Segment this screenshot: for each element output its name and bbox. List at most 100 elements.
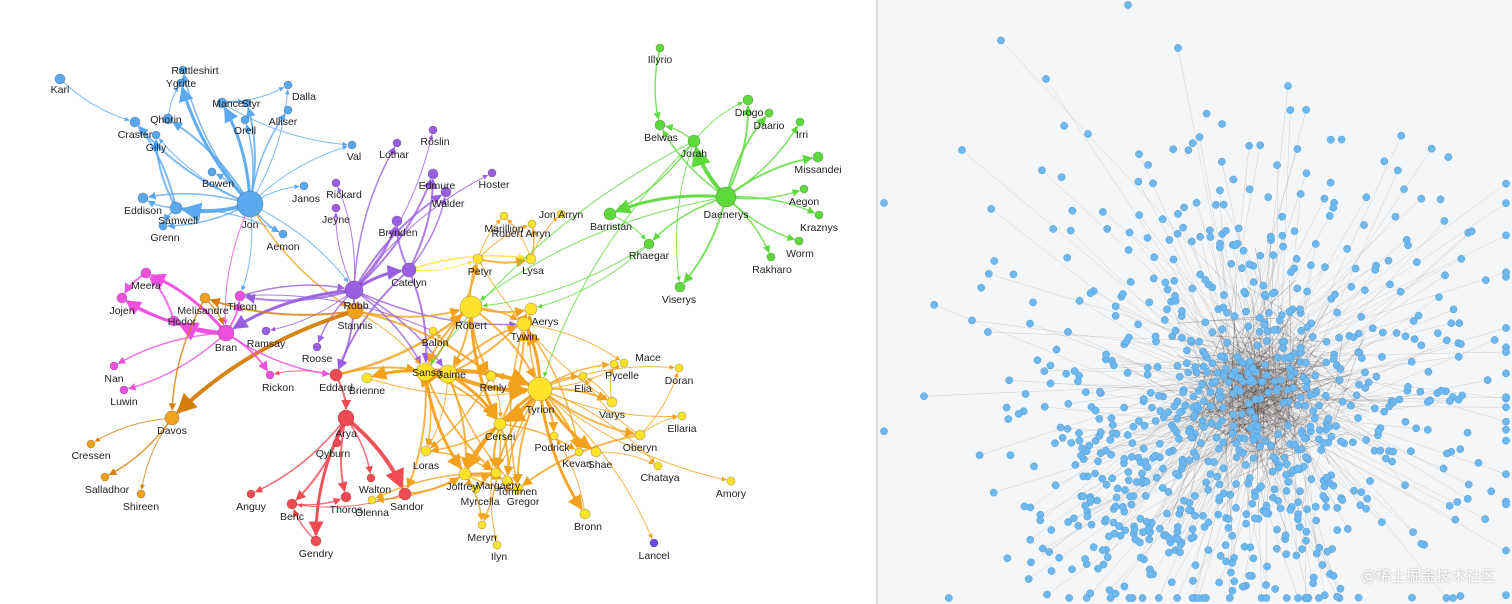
node-belwas[interactable] (654, 119, 666, 131)
right-graph-node[interactable] (1154, 594, 1163, 602)
node-meera[interactable] (140, 267, 152, 279)
right-graph-node[interactable] (1386, 280, 1394, 289)
right-graph-node[interactable] (1169, 255, 1178, 264)
right-graph-node[interactable] (1282, 594, 1291, 602)
right-graph-node[interactable] (1176, 548, 1184, 557)
right-graph-node[interactable] (1139, 444, 1148, 453)
right-graph-node[interactable] (1143, 234, 1152, 242)
node-amory[interactable] (726, 476, 736, 486)
right-graph-node[interactable] (1189, 392, 1198, 401)
right-graph-node[interactable] (1160, 316, 1169, 324)
right-graph-node[interactable] (1502, 199, 1510, 208)
right-graph-node[interactable] (1201, 318, 1210, 327)
right-graph-node[interactable] (1164, 533, 1173, 542)
node-tyrion[interactable] (527, 376, 553, 402)
right-graph-node[interactable] (1064, 518, 1072, 526)
right-graph-node[interactable] (1257, 482, 1265, 491)
right-graph-node[interactable] (1263, 562, 1271, 571)
right-graph-node[interactable] (1168, 332, 1177, 341)
right-graph-node[interactable] (1156, 407, 1165, 416)
right-graph-node[interactable] (1502, 179, 1510, 188)
right-graph-node[interactable] (1009, 270, 1018, 279)
right-graph-node[interactable] (1204, 486, 1212, 494)
node-hodor[interactable] (168, 315, 180, 327)
right-graph-node[interactable] (1311, 240, 1320, 248)
right-graph-node[interactable] (1314, 435, 1323, 444)
right-graph-node[interactable] (1192, 452, 1201, 461)
right-graph-node[interactable] (1115, 522, 1124, 530)
right-graph-node[interactable] (1132, 478, 1141, 486)
right-graph-node[interactable] (1178, 333, 1186, 342)
right-graph-node[interactable] (1271, 585, 1280, 593)
right-graph-node[interactable] (1086, 495, 1095, 504)
right-graph-node[interactable] (1502, 546, 1510, 555)
right-graph-node[interactable] (1077, 451, 1085, 460)
right-graph-node[interactable] (1436, 195, 1445, 204)
right-graph-node[interactable] (1216, 186, 1224, 195)
node-aemon[interactable] (278, 229, 288, 239)
right-graph-node[interactable] (1445, 502, 1454, 510)
node-eddard[interactable] (329, 368, 343, 382)
node-jaime[interactable] (438, 364, 458, 384)
right-graph-node[interactable] (1417, 194, 1426, 203)
right-graph-node[interactable] (1245, 260, 1254, 269)
right-graph-node[interactable] (1004, 415, 1013, 423)
right-graph-node[interactable] (1391, 212, 1400, 221)
right-graph-node[interactable] (1228, 586, 1237, 595)
node-brienne[interactable] (361, 372, 373, 384)
right-graph-node[interactable] (1241, 461, 1250, 469)
right-graph-node[interactable] (1296, 305, 1304, 314)
node-joffrey[interactable] (458, 467, 472, 481)
right-graph-node[interactable] (1151, 451, 1160, 460)
node-lysa[interactable] (525, 253, 537, 265)
right-graph-node[interactable] (1302, 536, 1310, 545)
right-graph-node[interactable] (1220, 291, 1228, 299)
right-graph-node[interactable] (1120, 582, 1129, 591)
node-salladhor[interactable] (100, 472, 110, 482)
right-graph-node[interactable] (1232, 480, 1240, 488)
right-graph-node[interactable] (1171, 297, 1180, 305)
right-graph-node[interactable] (1240, 434, 1249, 443)
right-graph-node[interactable] (1219, 303, 1228, 312)
right-graph-node[interactable] (1111, 589, 1120, 598)
right-graph-node[interactable] (1260, 321, 1269, 329)
right-graph-node[interactable] (1187, 534, 1196, 543)
node-roslin[interactable] (428, 125, 438, 135)
right-graph-node[interactable] (1324, 414, 1333, 423)
right-graph-node[interactable] (1208, 328, 1217, 337)
right-graph-node[interactable] (1245, 357, 1254, 366)
right-graph-node[interactable] (1267, 441, 1275, 450)
right-graph-node[interactable] (1165, 236, 1174, 244)
right-graph-node[interactable] (1223, 338, 1231, 347)
right-graph-node[interactable] (1224, 378, 1233, 387)
right-graph-node[interactable] (1173, 229, 1182, 238)
right-graph-node[interactable] (1063, 253, 1072, 262)
right-graph-node[interactable] (1463, 494, 1472, 503)
right-graph-node[interactable] (1376, 446, 1385, 455)
right-graph-node[interactable] (1354, 329, 1363, 338)
right-graph-node[interactable] (1190, 411, 1199, 420)
right-graph-node[interactable] (1320, 482, 1329, 491)
right-graph-node[interactable] (1294, 401, 1302, 409)
right-graph-node[interactable] (1447, 319, 1456, 328)
node-nan[interactable] (109, 361, 119, 371)
right-graph-node[interactable] (1315, 594, 1323, 602)
right-graph-node[interactable] (1111, 312, 1120, 320)
right-graph-node[interactable] (1120, 455, 1129, 463)
node-jojen[interactable] (116, 292, 128, 304)
right-graph-node[interactable] (1135, 211, 1144, 219)
right-graph-node[interactable] (1242, 307, 1250, 316)
right-graph-node[interactable] (1120, 403, 1128, 412)
right-graph-node[interactable] (1337, 135, 1346, 144)
right-graph-node[interactable] (1355, 380, 1363, 389)
right-graph-node[interactable] (1051, 439, 1059, 448)
right-graph-node[interactable] (1302, 383, 1311, 392)
node-kraznys[interactable] (814, 210, 824, 220)
right-graph-node[interactable] (1108, 474, 1117, 483)
right-graph-node[interactable] (1091, 469, 1099, 478)
right-graph-node[interactable] (1196, 232, 1204, 241)
right-graph-node[interactable] (1123, 431, 1132, 439)
right-graph-node[interactable] (1261, 360, 1269, 369)
right-graph-node[interactable] (1144, 161, 1152, 169)
right-graph-node[interactable] (1325, 422, 1333, 431)
